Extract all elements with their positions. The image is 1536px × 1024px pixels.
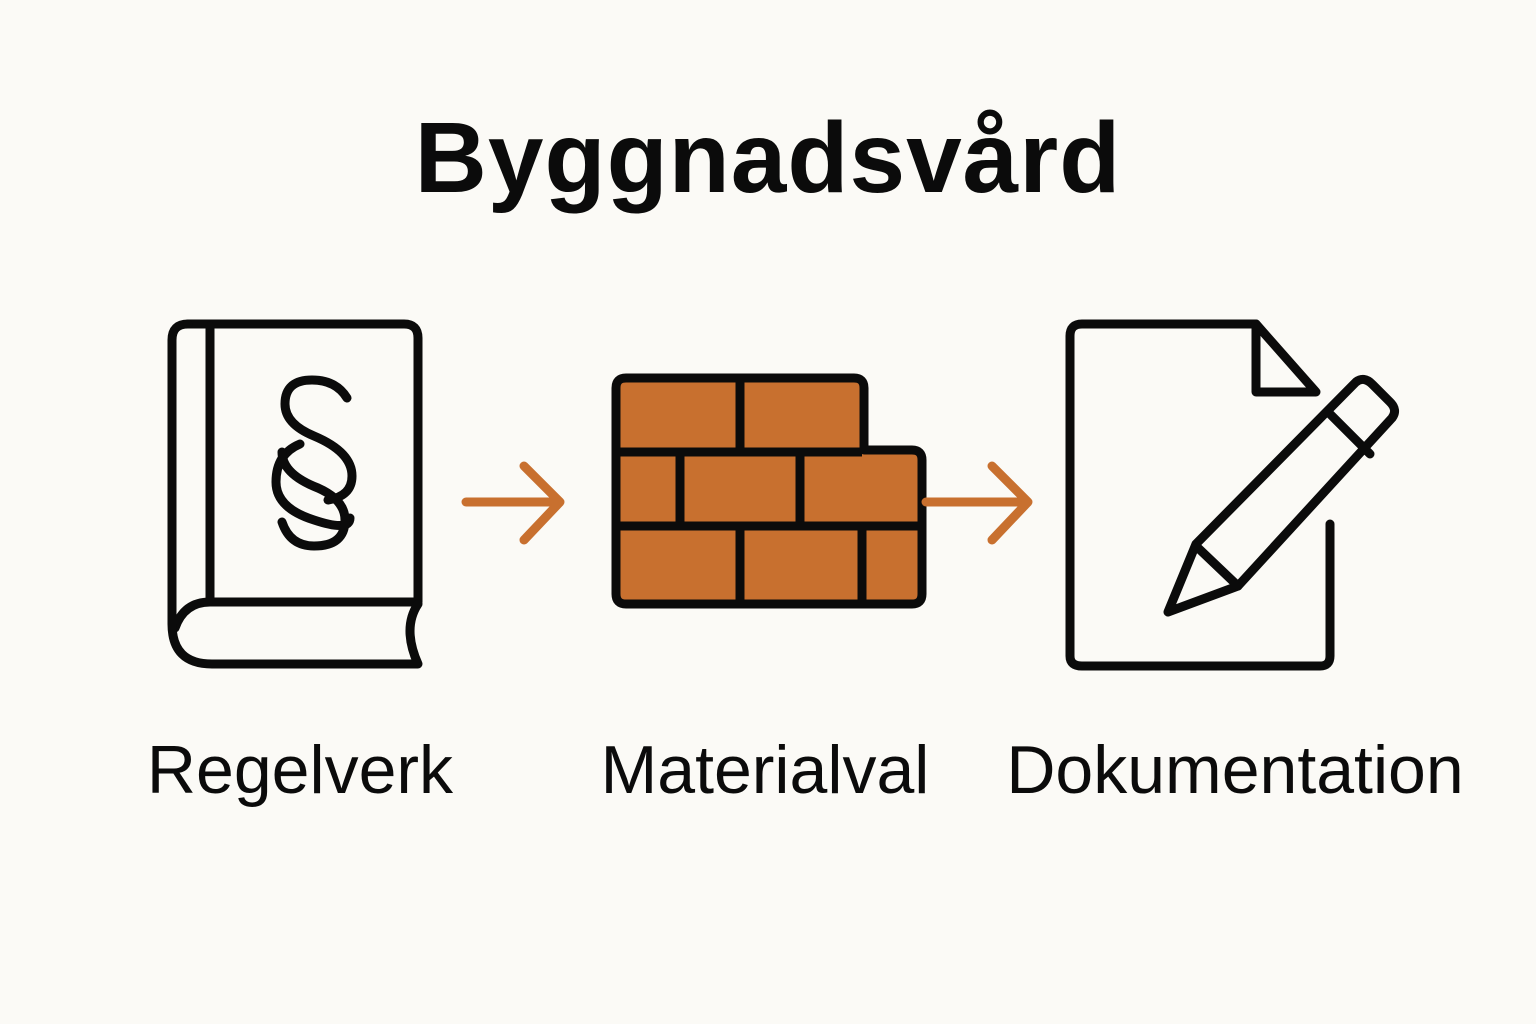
step-label-materialval: Materialval (600, 732, 930, 808)
step-label-dokumentation: Dokumentation (1006, 732, 1464, 808)
brick-wall-icon (611, 373, 927, 609)
diagram-title: Byggnadsvård (414, 102, 1122, 214)
law-book-icon (167, 319, 423, 669)
document-pencil-icon (1065, 319, 1400, 671)
arrow-right-icon (461, 461, 565, 545)
step-label-regelverk: Regelverk (146, 732, 454, 808)
arrow-right-icon (921, 461, 1033, 545)
